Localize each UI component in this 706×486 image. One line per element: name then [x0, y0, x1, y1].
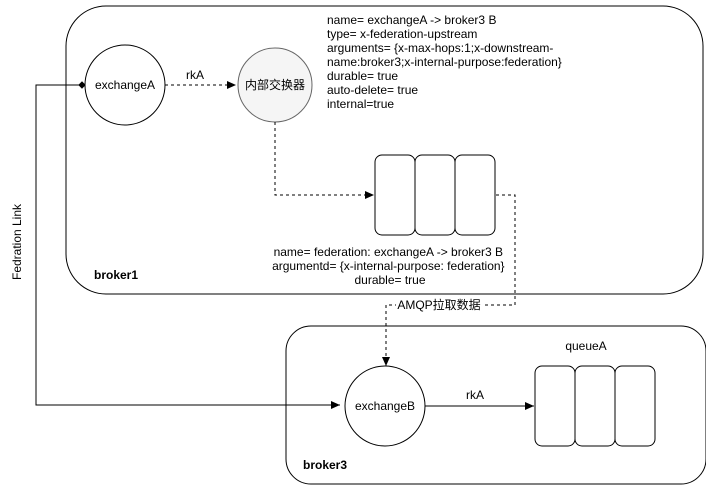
queue-prop-line: name= federation: exchangeA -> broker3 B [274, 245, 503, 259]
exchange-prop-line: type= x-federation-upstream [327, 27, 477, 41]
queue-cell [534, 365, 576, 447]
exchange-prop-line: internal=true [327, 97, 394, 111]
federation-link-label: Fedration Link [10, 203, 24, 280]
exchange-prop-line: name:broker3;x-internal-purpose:federati… [327, 55, 562, 69]
exchange-prop-line: durable= true [327, 69, 398, 83]
rkA-label-broker1: rkA [186, 68, 204, 82]
queue-prop-line: argumentd= {x-internal-purpose: federati… [272, 259, 504, 273]
internal-to-queue-edge [274, 122, 374, 199]
queueA-label: queueA [565, 339, 606, 353]
queue-cell [454, 154, 496, 236]
queue-cell [374, 154, 416, 236]
rkA-label-broker3: rkA [466, 388, 484, 402]
exchange-prop-line: name= exchangeA -> broker3 B [327, 13, 496, 27]
exchangeA-label: exchangeA [95, 78, 155, 92]
broker1-label: broker1 [94, 268, 138, 282]
exchange-props: name= exchangeA -> broker3 B type= x-fed… [327, 13, 565, 111]
federation-queue [374, 154, 496, 236]
federation-link-edge [35, 84, 340, 409]
exchangeB-label: exchangeB [355, 399, 415, 413]
queueA [534, 365, 656, 447]
exchange-prop-line: auto-delete= true [327, 83, 418, 97]
broker1-container [65, 5, 704, 295]
amqp-pull-edge [382, 194, 516, 366]
queue-prop-line: durable= true [354, 273, 425, 287]
queue-cell [614, 365, 656, 447]
queue-cell [414, 154, 456, 236]
internal-exchange-label: 内部交换器 [245, 77, 305, 92]
broker3-label: broker3 [303, 458, 347, 472]
amqp-pull-label-bg [396, 297, 482, 313]
queue-cell [574, 365, 616, 447]
exchange-prop-line: arguments= {x-max-hops:1;x-downstream- [327, 41, 553, 55]
queue-props: name= federation: exchangeA -> broker3 B… [272, 245, 508, 287]
amqp-pull-label: AMQP拉取数据 [397, 297, 480, 312]
